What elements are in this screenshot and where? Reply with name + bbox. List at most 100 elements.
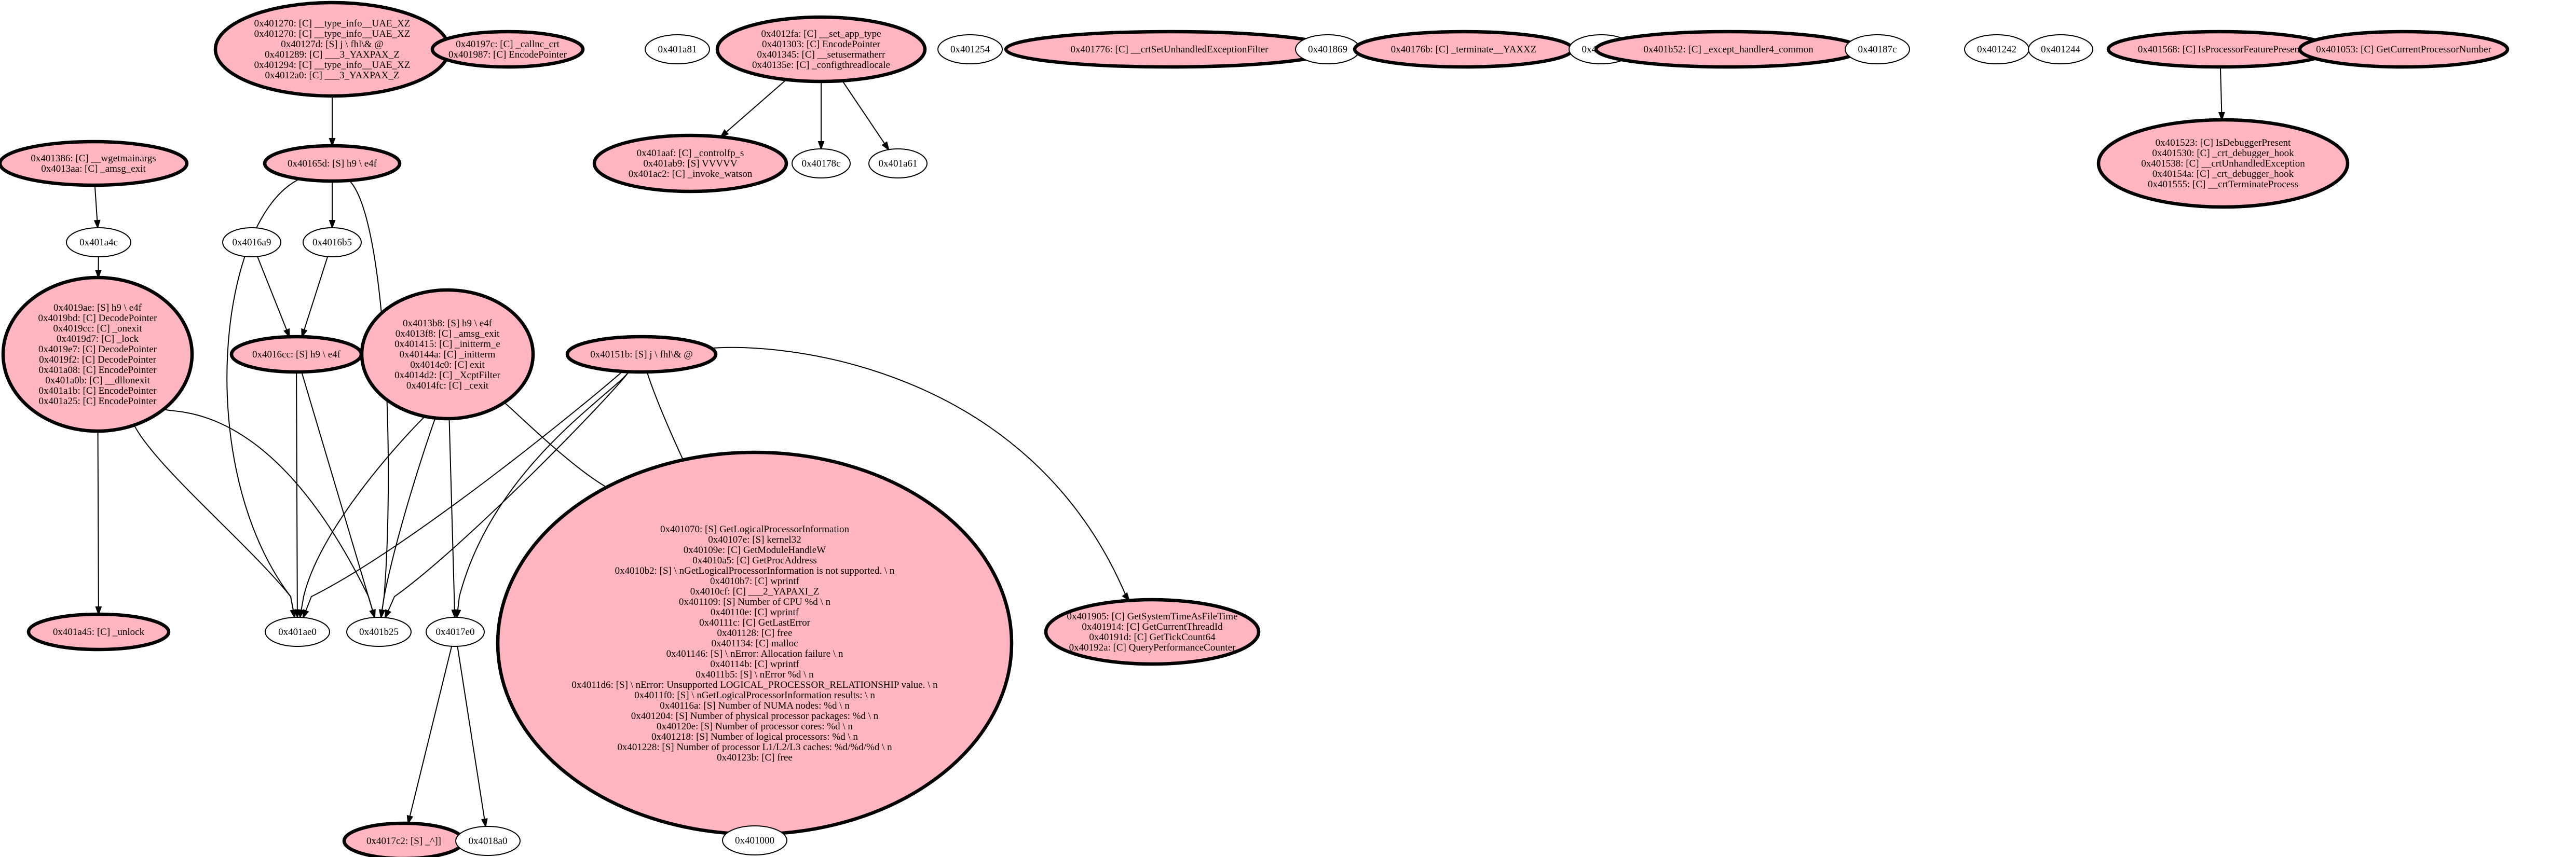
edge-40151b-to-systime xyxy=(711,347,1130,601)
node-label-line: 0x401053: [C] GetCurrentProcessorNumber xyxy=(2316,44,2491,55)
node-label-line: 0x4016b5 xyxy=(312,237,352,248)
edge-set_app_type-to-controlfp xyxy=(720,79,787,137)
node-label-line: 0x401345: [C] __setusermatherr xyxy=(757,49,886,60)
graph-node-401a61: 0x401a61 xyxy=(868,148,928,178)
node-label-line: 0x401415: [C] _initterm_e xyxy=(394,339,500,350)
node-label-line: 0x401ab9: [S] VVVVV xyxy=(643,158,737,169)
node-label-line: 0x4019e7: [C] DecodePointer xyxy=(38,344,157,355)
node-label-line: 0x4019d7: [C] _lock xyxy=(57,334,139,344)
graph-node-401244: 0x401244 xyxy=(2028,34,2093,64)
node-label-line: 0x4011f0: [S] \ nGetLogicalProcessorInfo… xyxy=(634,690,875,701)
node-label-line: 0x40197c: [C] _callnc_crt xyxy=(456,39,560,50)
edge-40151b-to-401b25 xyxy=(385,371,630,618)
node-label-line: 0x401a0b: [C] __dllonexit xyxy=(45,375,150,386)
node-label-line: 0x401270: [C] __type_info__UAE_XZ xyxy=(254,18,411,29)
graph-node-4017c2: 0x4017c2: [S] _^]] xyxy=(342,821,466,857)
graph-node-40151b: 0x40151b: [S] j \ fhl\& @ xyxy=(565,335,718,374)
graph-node-terminate: 0x40176b: [C] _terminate__YAXXZ xyxy=(1353,30,1575,69)
node-label-line: 0x401303: [C] EncodePointer xyxy=(762,39,881,50)
node-label-line: 0x40116a: [S] Number of NUMA nodes: %d \… xyxy=(660,700,850,711)
node-ellipse xyxy=(565,335,718,374)
edge-arrowhead xyxy=(301,328,308,338)
graph-node-40165d: 0x40165d: [S] h9 \ e4f xyxy=(263,144,402,183)
node-label-line: 0x4017c2: [S] _^]] xyxy=(366,836,441,847)
node-label-line: 0x40127d: [S] j \ fhl\& @ xyxy=(281,39,383,50)
edge-40165d-to-401ae0 xyxy=(226,178,300,618)
node-label-line: 0x401a45: [C] _unlock xyxy=(53,627,145,638)
edge-layer xyxy=(93,66,2225,834)
graph-node-4017e0: 0x4017e0 xyxy=(426,617,485,647)
graph-node-4018a0: 0x4018a0 xyxy=(455,826,521,856)
node-label-line: 0x4010a5: [C] GetProcAddress xyxy=(692,555,817,566)
edge-arrowhead xyxy=(95,606,102,616)
edge-decode-to-401b25 xyxy=(163,408,375,618)
node-label-line: 0x40110e: [C] wprintf xyxy=(711,607,799,618)
node-label-line: 0x40107e: [S] kernel32 xyxy=(708,534,801,545)
edge-arrowhead xyxy=(406,814,414,825)
node-label-line: 0x401ae0 xyxy=(278,627,317,638)
node-label-line: 0x4019f2: [C] DecodePointer xyxy=(39,354,157,365)
graph-node-type-info: 0x401270: [C] __type_info__UAE_XZ0x40127… xyxy=(213,1,451,98)
edge-arrowhead xyxy=(93,219,101,229)
node-label-line: 0x40120e: [S] Number of processor cores:… xyxy=(657,721,853,732)
graph-node-401b25: 0x401b25 xyxy=(346,617,412,647)
graph-node-40187c: 0x40187c xyxy=(1845,34,1910,64)
node-label-line: 0x4014fc: [C] _cexit xyxy=(406,380,489,391)
graph-node-unlock: 0x401a45: [C] _unlock xyxy=(26,612,171,652)
edge-set_app_type-to-401a61 xyxy=(842,80,889,150)
graph-node-401a4c: 0x401a4c xyxy=(66,227,131,257)
node-label-line: 0x40178c xyxy=(802,158,841,169)
node-label-line: 0x401000 xyxy=(735,835,774,846)
graph-node-401000: 0x401000 xyxy=(722,825,787,855)
node-label-line: 0x4010b2: [S] \ nGetLogicalProcessorInfo… xyxy=(615,565,895,576)
node-ellipse xyxy=(263,144,402,183)
graph-node-except-handler: 0x401b52: [C] _except_handler4_common xyxy=(1594,30,1863,69)
node-label-line: 0x4014c0: [C] exit xyxy=(410,360,485,370)
node-label-line: 0x401294: [C] __type_info__UAE_XZ xyxy=(254,60,411,71)
node-ellipse xyxy=(265,617,330,647)
graph-node-logical-proc: 0x401070: [S] GetLogicalProcessorInforma… xyxy=(496,450,1014,836)
node-label-line: 0x401254 xyxy=(950,44,990,55)
edge-4016a9-to-4016cc xyxy=(257,256,290,337)
edge-decode-to-401ae0 xyxy=(133,425,295,618)
node-ellipse xyxy=(430,30,585,69)
node-label-line: 0x4013b8: [S] h9 \ e4f xyxy=(403,318,493,329)
graph-node-crtSetUnhandled: 0x401776: [C] __crtSetUnhandledException… xyxy=(1004,30,1335,69)
edge-xcptfilter-to-401ae0 xyxy=(299,416,426,618)
node-ellipse xyxy=(592,133,788,193)
edge-arrowhead xyxy=(329,138,336,147)
node-label-line: 0x401204: [S] Number of physical process… xyxy=(631,711,879,722)
node-label-line: 0x401a81 xyxy=(658,44,697,55)
node-ellipse xyxy=(1845,34,1910,64)
node-label-line: 0x401568: [C] IsProcessorFeaturePresent xyxy=(2138,44,2302,55)
edge-arrowhead xyxy=(481,818,488,828)
node-ellipse xyxy=(2028,34,2093,64)
node-label-line: 0x401a1b: [C] EncodePointer xyxy=(39,385,157,396)
node-label-line: 0x401ac2: [C] _invoke_watson xyxy=(629,169,753,179)
edge-4016cc-to-401b25 xyxy=(301,371,375,618)
node-label-line: 0x401270: [C] __type_info__UAE_XZ xyxy=(254,29,411,39)
node-label-line: 0x401b52: [C] _except_handler4_common xyxy=(1643,44,1814,55)
node-label-line: 0x401386: [C] __wgetmainargs xyxy=(31,153,156,164)
node-ellipse xyxy=(303,227,362,257)
node-ellipse xyxy=(868,148,928,178)
node-ellipse xyxy=(722,825,787,855)
edge-arrowhead xyxy=(95,269,102,279)
edge-isproc-to-isdebugger xyxy=(2219,66,2223,120)
node-label-line: 0x401987: [C] EncodePointer xyxy=(448,49,567,60)
node-label-line: 0x401218: [S] Number of logical processo… xyxy=(651,731,858,742)
node-label-line: 0x401b25 xyxy=(359,627,399,638)
node-label-line: 0x4011d6: [S] \ nError: Unsupported LOGI… xyxy=(571,680,938,690)
node-label-line: 0x401a4c xyxy=(79,237,118,248)
graph-node-401a81: 0x401a81 xyxy=(645,34,710,64)
node-label-line: 0x4012fa: [C] __set_app_type xyxy=(761,29,881,39)
edge-40151b-to-4017e0 xyxy=(456,371,630,618)
edge-arrowhead xyxy=(1122,592,1130,602)
edge-arrowhead xyxy=(329,220,336,229)
graph-node-401ae0: 0x401ae0 xyxy=(265,617,330,647)
